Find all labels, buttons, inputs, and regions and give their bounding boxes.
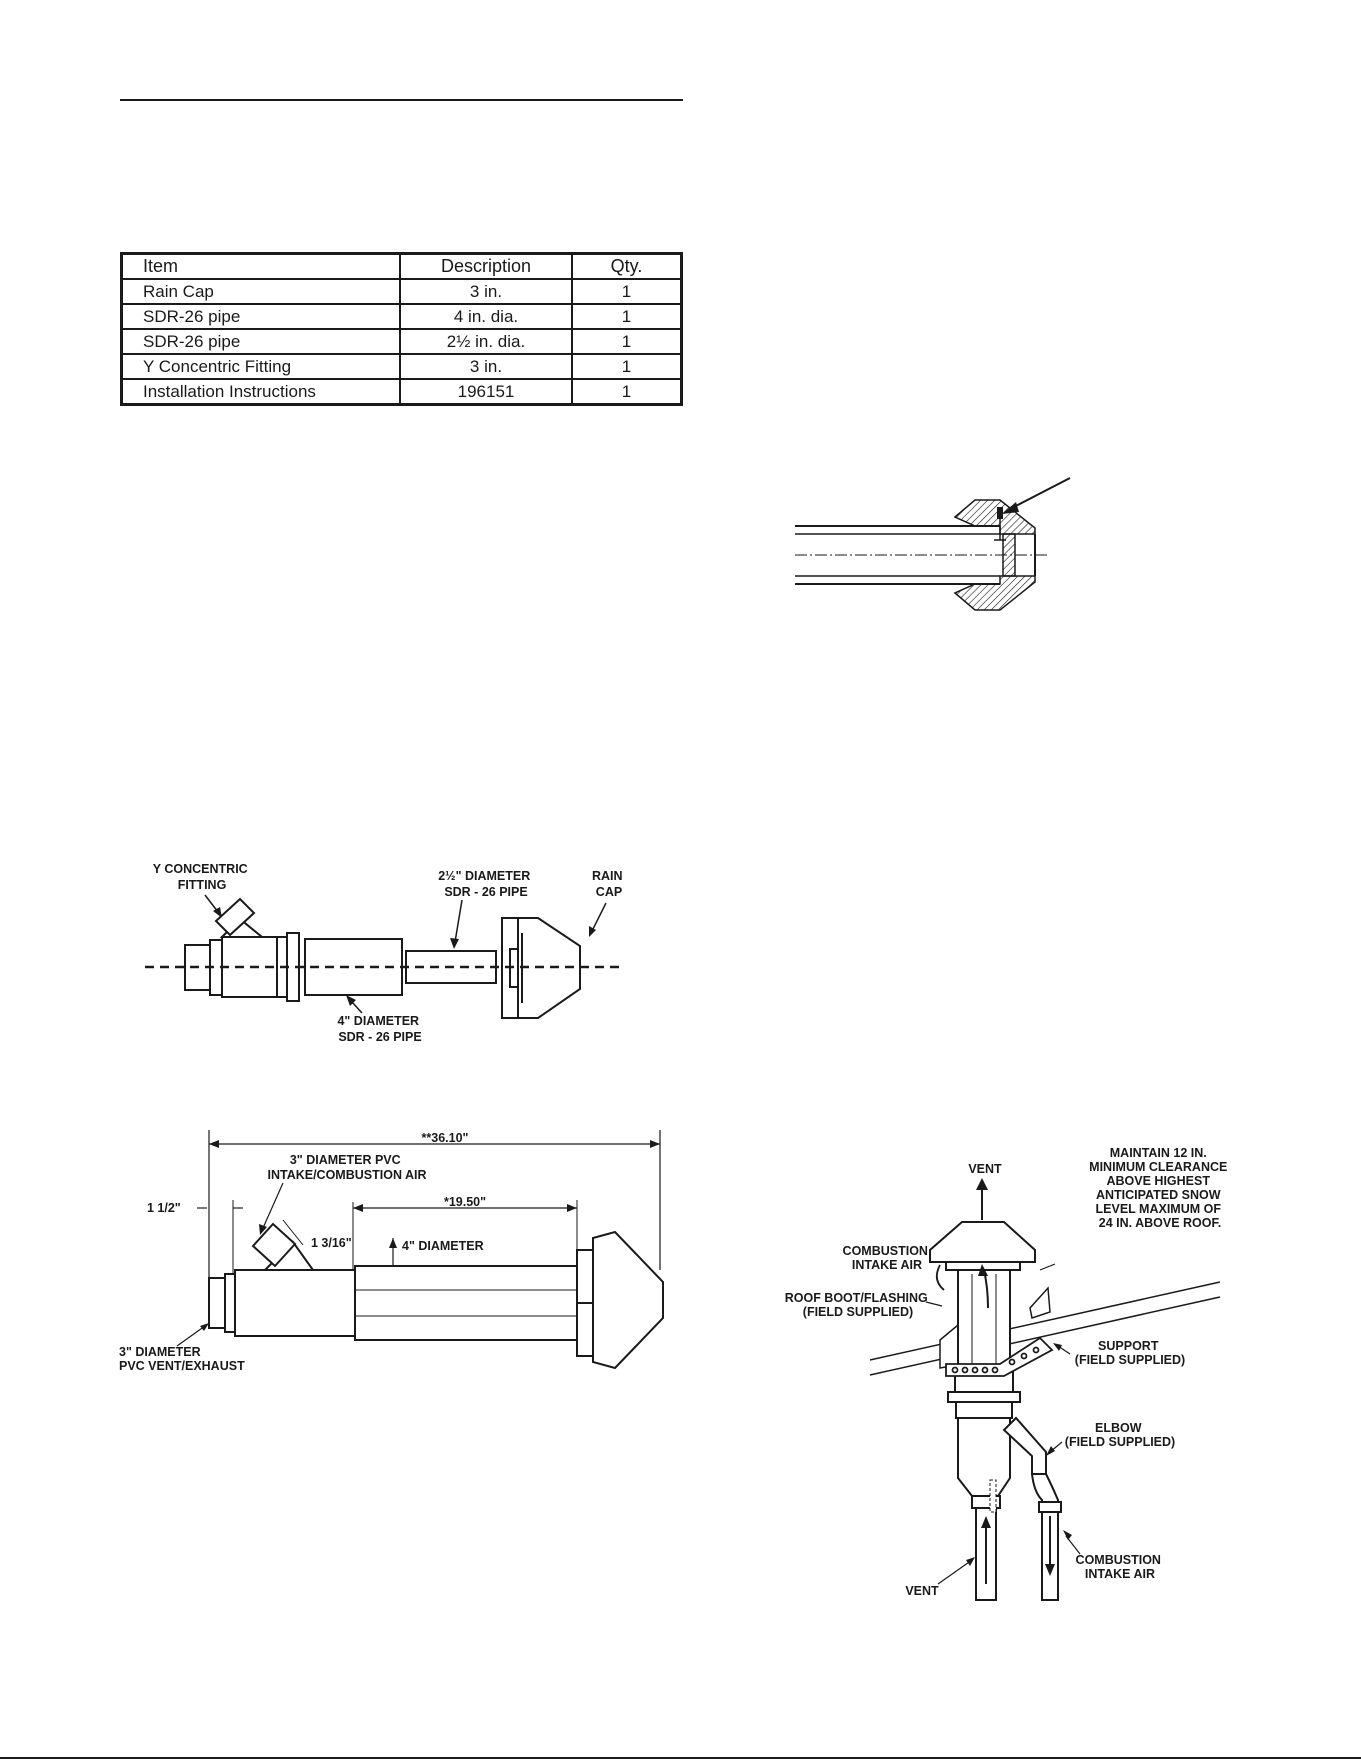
rain-cap-part (501, 917, 581, 1019)
table-row: SDR-26 pipe 4 in. dia. 1 (120, 303, 683, 330)
pipe-section (795, 525, 1048, 585)
dimension-diagram: **36.10" 3" DIAMETER PVC INTAKE/COMBUSTI… (119, 1130, 664, 1373)
combustion-top-label: COMBUSTION INTAKE AIR (843, 1244, 932, 1272)
cell-item: SDR-26 pipe (120, 328, 401, 355)
pipe-diameter-label: 4" DIAMETER (402, 1239, 484, 1253)
support-bracket (945, 1336, 1054, 1377)
screw-pointer (994, 477, 1071, 541)
table-row: Installation Instructions 196151 1 (120, 378, 683, 406)
bottom-rule (0, 1757, 1361, 1759)
cell-description: 4 in. dia. (399, 303, 573, 330)
offset-fitting-label: 1 3/16" (311, 1236, 352, 1250)
column-header-item: Item (120, 252, 401, 280)
vent-top-label: VENT (968, 1162, 1002, 1176)
cap-cross-section-diagram (795, 477, 1071, 611)
cell-description: 196151 (399, 378, 573, 406)
cell-qty: 1 (571, 328, 683, 355)
cell-item: Rain Cap (120, 278, 401, 305)
cap-length-label: *19.50" (444, 1195, 486, 1209)
cell-qty: 1 (571, 303, 683, 330)
y-fitting-part (184, 897, 300, 1002)
table-row: Rain Cap 3 in. 1 (120, 278, 683, 305)
exploded-assembly-diagram: Y CONCENTRIC FITTING 2½" DIAMETER SDR - … (145, 862, 626, 1044)
overall-length-label: **36.10" (422, 1131, 469, 1145)
roof-installation-diagram: VENT MAINTAIN 12 IN. MINIMUM CLEARANCE A… (785, 1146, 1231, 1601)
small-pipe-label: 2½" DIAMETER SDR - 26 PIPE (438, 869, 534, 899)
cell-qty: 1 (571, 278, 683, 305)
elbow-label: ELBOW (FIELD SUPPLIED) (1065, 1421, 1175, 1449)
assembly-body (208, 1222, 664, 1370)
combustion-bottom-label: COMBUSTION INTAKE AIR (1076, 1553, 1165, 1581)
cell-qty: 1 (571, 353, 683, 380)
table-row: Y Concentric Fitting 3 in. 1 (120, 353, 683, 380)
cell-description: 3 in. (399, 278, 573, 305)
top-rule (120, 99, 683, 101)
y-fitting-label: Y CONCENTRIC FITTING (153, 862, 251, 892)
cell-description: 3 in. (399, 353, 573, 380)
support-label: SUPPORT (FIELD SUPPLIED) (1075, 1339, 1185, 1367)
cap-wall-hatched (953, 499, 1036, 611)
vent-assembly (929, 1221, 1036, 1601)
roof-boot-label: ROOF BOOT/FLASHING (FIELD SUPPLIED) (785, 1291, 932, 1319)
column-header-description: Description (399, 252, 573, 280)
clearance-note: MAINTAIN 12 IN. MINIMUM CLEARANCE ABOVE … (1089, 1146, 1231, 1230)
rain-cap-label: RAIN CAP (592, 869, 626, 899)
cell-item: SDR-26 pipe (120, 303, 401, 330)
table-row: SDR-26 pipe 2½ in. dia. 1 (120, 328, 683, 355)
vent-exhaust-label: 3" DIAMETER PVC VENT/EXHAUST (119, 1345, 245, 1373)
intake-label: 3" DIAMETER PVC INTAKE/COMBUSTION AIR (267, 1153, 426, 1182)
cell-qty: 1 (571, 378, 683, 406)
column-header-qty: Qty. (571, 252, 683, 280)
vent-bottom-label: VENT (905, 1584, 939, 1598)
table-header-row: Item Description Qty. (120, 252, 683, 280)
cell-item: Y Concentric Fitting (120, 353, 401, 380)
large-pipe-label: 4" DIAMETER SDR - 26 PIPE (337, 1014, 422, 1044)
cell-description: 2½ in. dia. (399, 328, 573, 355)
cell-item: Installation Instructions (120, 378, 401, 406)
offset-left-label: 1 1/2" (147, 1201, 181, 1215)
parts-table: Item Description Qty. Rain Cap 3 in. 1 S… (120, 252, 683, 406)
elbow-intake-pipe (1002, 1416, 1062, 1601)
